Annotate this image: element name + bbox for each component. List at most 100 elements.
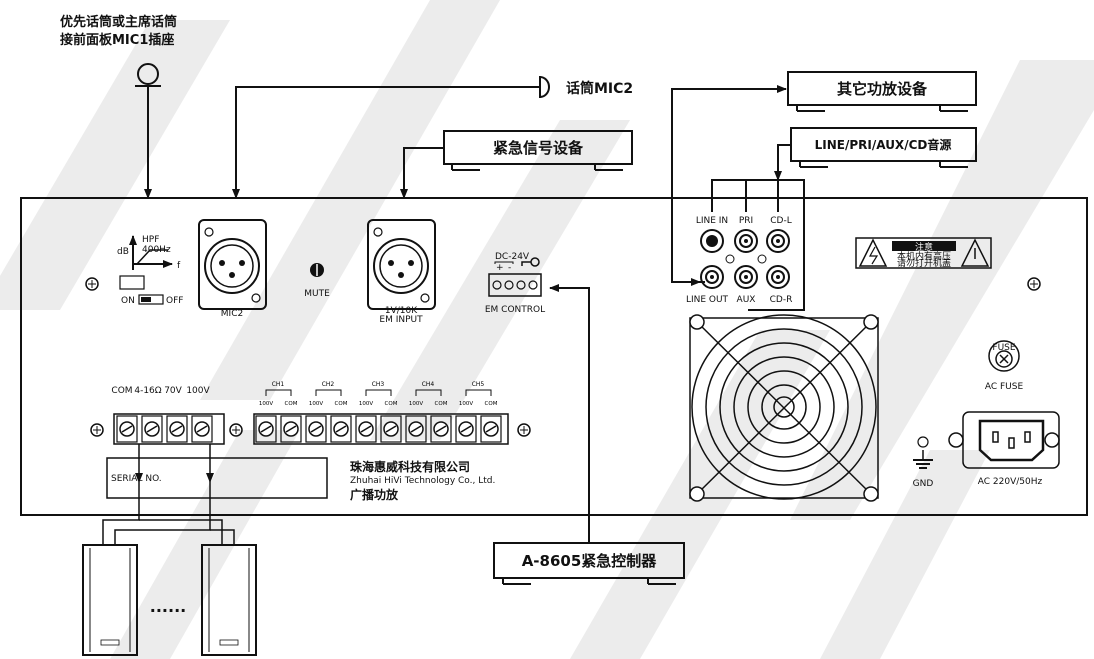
ground-icon [913,436,933,469]
controller-label: A-8605紧急控制器 [522,552,658,570]
screw-slot [196,425,208,433]
terminal-slot [305,415,327,443]
channel-100v-label: 100V [409,401,423,407]
line-sources-label: LINE/PRI/AUX/CD音源 [815,137,952,152]
screw-slot [121,425,133,433]
emergency-signal-label: 紧急信号设备 [493,139,584,157]
mic2-xlr-jack[interactable] [198,219,267,310]
controller-box: A-8605紧急控制器 [493,284,685,585]
screw-slot [385,425,397,433]
channel-bracket [315,389,342,396]
switch-off-label: OFF [166,296,183,306]
channel-100v-label: 100V [459,401,473,407]
channel-bracket [365,389,392,396]
ac-power-inlet[interactable] [948,411,1060,469]
hpf-freq: 400Hz [142,245,171,255]
em-control-terminal[interactable] [488,273,542,297]
speakers-ellipsis: ...... [150,597,186,616]
switch-on-label: ON [121,296,135,306]
company-cn: 珠海惠威科技有限公司 [350,459,470,474]
ac-fuse-holder[interactable] [988,340,1020,372]
screw-slot [360,425,372,433]
cooling-fan [689,314,879,502]
hpf-switch[interactable] [138,294,164,305]
channel-100v-label: 100V [309,401,323,407]
gnd-label: GND [913,479,934,489]
serial-label: SERIAL NO. [111,474,162,484]
hpf-graph-icon [129,235,173,270]
terminal-slot [430,415,452,443]
screw-slot [335,425,347,433]
cd-l-label: CD-L [770,216,791,226]
term-4-16-label: 4-16Ω [134,386,161,396]
terminal-slot [166,415,188,443]
term-100v-label: 100V [186,386,210,396]
panel-screw-icon [85,277,1041,437]
channel-label: CH5 [472,381,485,388]
warning-line2: 请勿打开机盖 [897,257,951,269]
mic2-plug-icon [232,75,550,199]
mute-knob[interactable] [310,263,324,277]
channel-label: CH3 [372,381,385,388]
serial-plate [106,457,328,499]
channel-bracket [415,389,442,396]
channel-bracket [265,389,292,396]
channel-com-label: COM [335,401,348,407]
column-speaker-right [201,544,257,656]
em-plus: + [496,263,504,273]
em-input-xlr-jack[interactable] [367,219,436,310]
mute-label: MUTE [304,289,330,299]
hpf-label: HPF [142,235,159,245]
channel-100v-label: 100V [359,401,373,407]
term-70v-label: 70V [164,386,182,396]
emergency-signal-box: 紧急信号设备 [400,130,633,199]
speaker-terminal-block[interactable] [113,413,225,445]
channel-com-label: COM [285,401,298,407]
terminal-slot [405,415,427,443]
channel-100v-label: 100V [259,401,273,407]
terminal-slot [280,415,302,443]
channel-label: CH4 [422,381,435,388]
channel-com-label: COM [385,401,398,407]
warning-title: 注意 [915,241,933,253]
terminal-slot [380,415,402,443]
hpf-db: dB [117,247,129,257]
screw-slot [410,425,422,433]
column-speaker-left [82,544,138,656]
terminal-slot [116,415,138,443]
screw-slot [146,425,158,433]
channel-label: CH1 [272,381,285,388]
screw-slot [260,425,272,433]
channel-com-label: COM [485,401,498,407]
terminal-slot [330,415,352,443]
rca-jacks[interactable] [700,229,790,289]
em-input-label-2: EM INPUT [379,315,423,325]
em-input-label-1: 1V/10K [385,306,418,316]
mic1-plug-icon [135,63,161,199]
em-control-label: EM CONTROL [485,305,545,315]
screw-slot [435,425,447,433]
warning-label [855,237,992,269]
terminal-slot [255,415,277,443]
screw-slot [171,425,183,433]
terminal-slot [480,415,502,443]
company-en: Zhuhai HiVi Technology Co., Ltd. [350,476,495,486]
ac-fuse-label: AC FUSE [985,382,1024,392]
other-amp-label: 其它功放设备 [837,80,928,98]
term-com-label: COM [111,386,132,396]
pri-label: PRI [739,216,753,226]
warning-line1: 本机内有高压 [897,250,951,262]
terminal-slot [191,415,213,443]
mic2-note: 话筒MIC2 [566,80,633,97]
line-sources-box: LINE/PRI/AUX/CD音源 [711,127,977,311]
channel-label: CH2 [322,381,335,388]
screw-slot [485,425,497,433]
screw-slot [310,425,322,433]
rear-panel [20,197,1088,516]
speaker-wiring [102,444,235,545]
mic1-note-line2: 接前面板MIC1插座 [60,32,174,48]
em-dc-label: DC-24V [495,252,530,262]
line-out-label: LINE OUT [686,295,729,305]
channel-terminal-block[interactable] [253,413,509,445]
